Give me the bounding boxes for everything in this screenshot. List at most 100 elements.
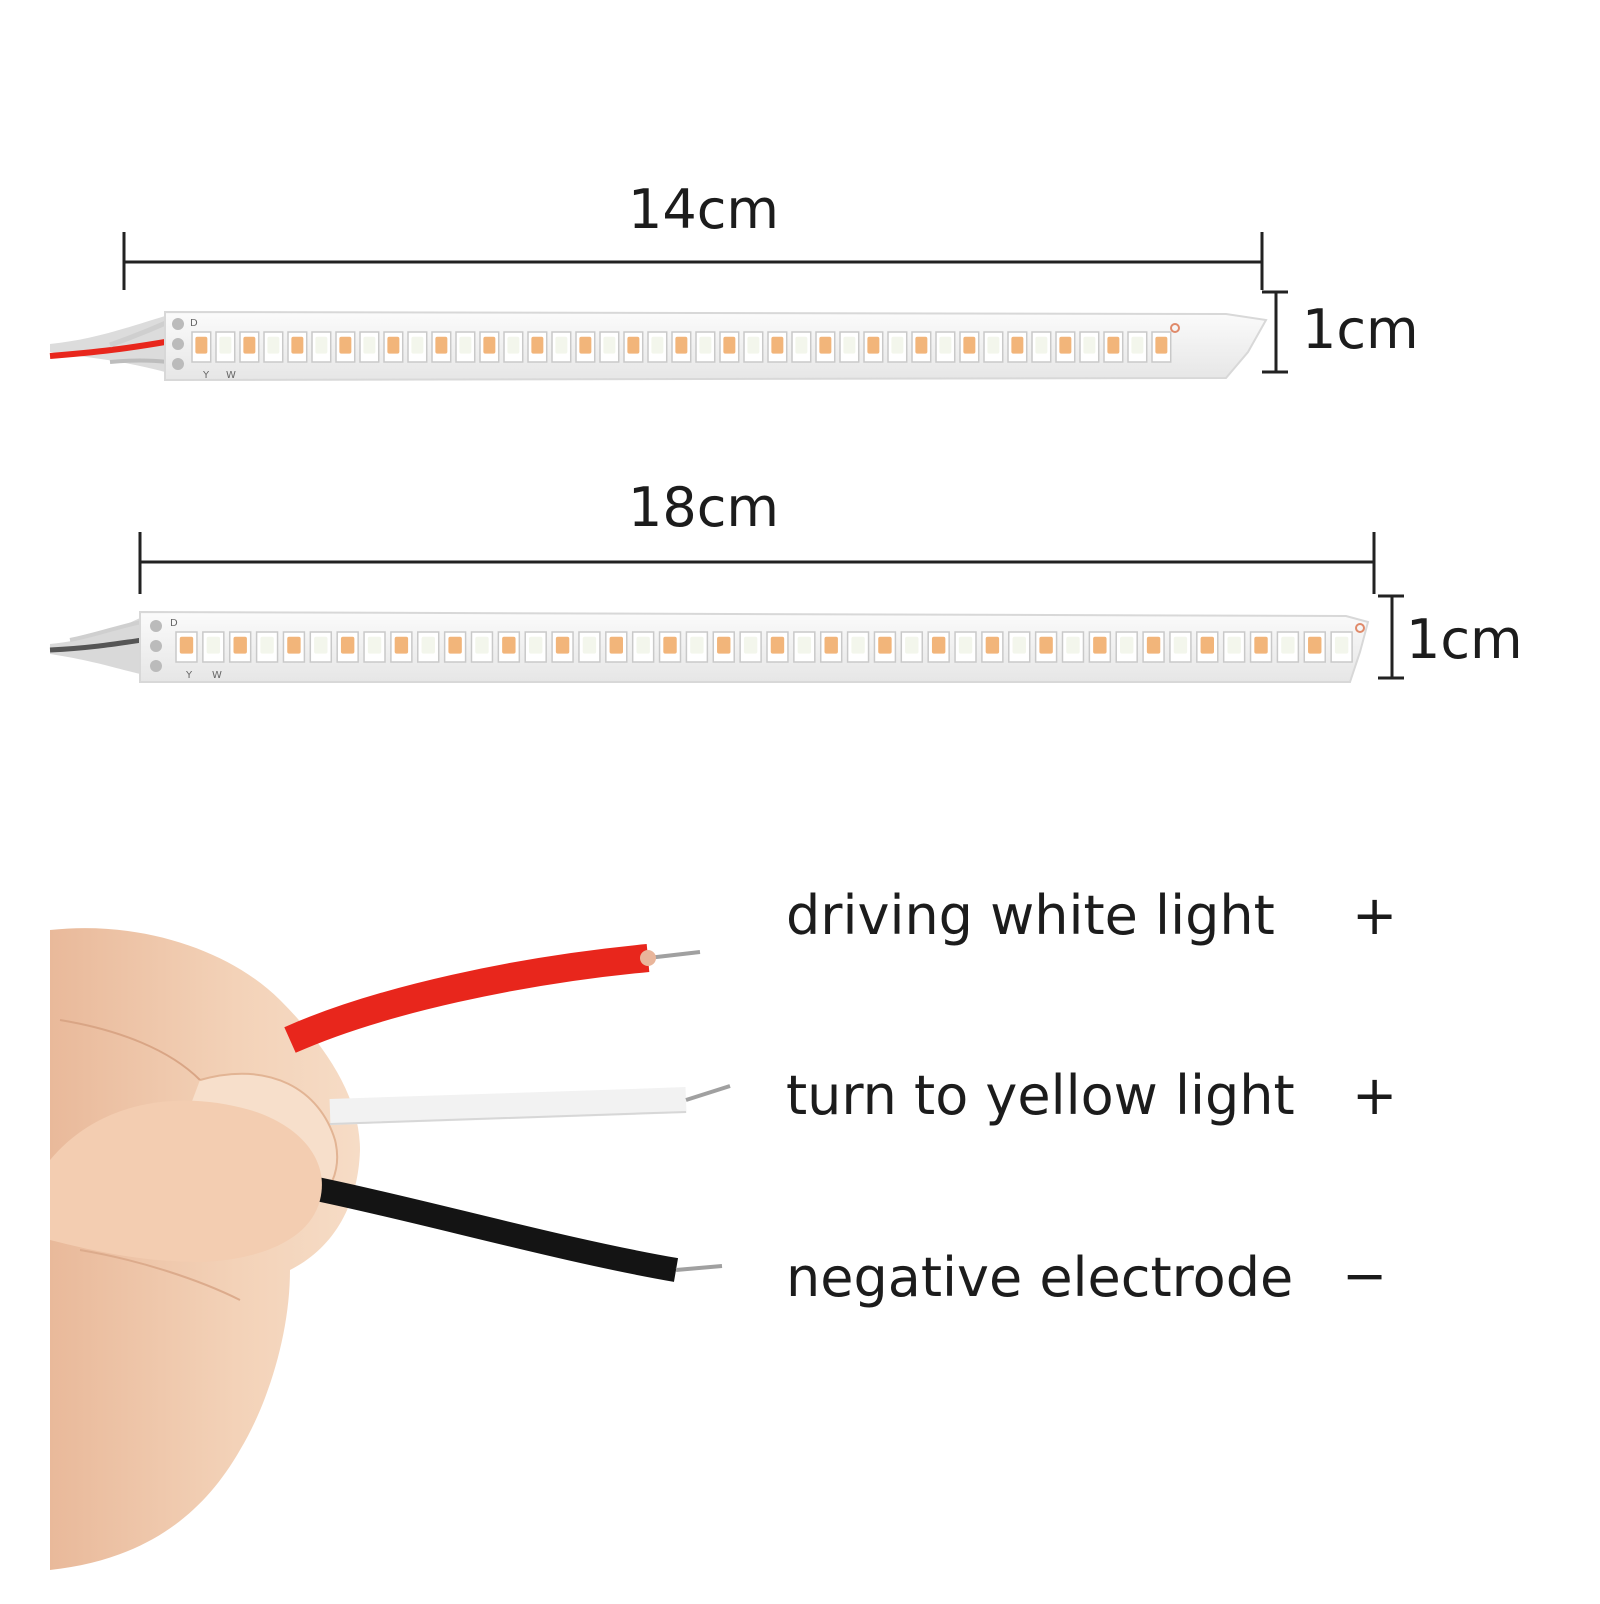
led-emitter [1011, 336, 1024, 354]
strip-1 [49, 310, 1268, 382]
led-emitter [770, 636, 785, 654]
led-emitter [1012, 636, 1026, 654]
led-emitter [1173, 636, 1188, 654]
pcb-mark-y: Y [202, 370, 210, 381]
pcb-mark-y: Y [185, 670, 193, 681]
led-emitter [507, 336, 520, 354]
led-emitter [663, 636, 677, 654]
led-emitter [1155, 336, 1168, 354]
strip-2-length-label: 18cm [628, 476, 780, 539]
pcb-mark-d: D [170, 618, 178, 629]
white-wire [329, 1084, 731, 1125]
led-emitter [636, 636, 650, 654]
strip-1-length-dimension [122, 232, 1264, 290]
led-emitter [219, 336, 232, 354]
led-emitter [475, 636, 489, 654]
led-emitter [1066, 636, 1080, 654]
led-emitter [905, 636, 919, 654]
led-emitter [797, 636, 812, 654]
led-emitter [579, 336, 592, 354]
led-emitter [987, 336, 1000, 354]
solder-pad-icon [172, 318, 184, 330]
led-emitter [483, 336, 496, 354]
led-emitter [411, 336, 424, 354]
led-emitter [260, 636, 274, 654]
wire-label-negative: negative electrode [786, 1246, 1294, 1309]
led-emitter [963, 336, 976, 354]
thumb-illustration [50, 1100, 322, 1262]
led-emitter [555, 636, 570, 654]
led-emitter [651, 336, 664, 354]
led-emitter [291, 336, 304, 354]
led-emitter [843, 336, 856, 354]
led-emitter [528, 636, 543, 654]
led-emitter [939, 336, 952, 354]
strip-1-leds [191, 331, 1172, 363]
led-emitter [1131, 336, 1144, 354]
led-emitter [771, 336, 784, 354]
led-emitter [179, 636, 194, 654]
led-emitter [699, 336, 712, 354]
solder-pad-icon [150, 660, 162, 672]
pcb-mark-w: W [212, 670, 222, 681]
wire-sign-negative: − [1342, 1244, 1388, 1307]
led-emitter [747, 336, 760, 354]
led-emitter [1334, 636, 1349, 654]
led-emitter [363, 336, 376, 354]
led-emitter [603, 336, 616, 354]
led-emitter [824, 636, 838, 654]
led-emitter [394, 636, 409, 654]
led-emitter [315, 336, 328, 354]
led-emitter [1107, 336, 1120, 354]
red-wire [284, 944, 701, 1053]
led-emitter [985, 636, 1000, 654]
black-wire [309, 1176, 723, 1282]
strip-2-width-dimension [1378, 594, 1404, 680]
led-emitter [206, 636, 221, 654]
led-emitter [1083, 336, 1096, 354]
led-emitter [1093, 636, 1107, 654]
led-emitter [1281, 636, 1295, 654]
solder-pad-icon [172, 358, 184, 370]
led-emitter [743, 636, 758, 654]
led-emitter [1119, 636, 1134, 654]
led-emitter [1254, 636, 1268, 654]
led-emitter [555, 336, 568, 354]
strip-2-width-label: 1cm [1406, 608, 1523, 671]
led-emitter [459, 336, 472, 354]
led-emitter [582, 636, 597, 654]
led-emitter [1200, 636, 1215, 654]
led-emitter [1059, 336, 1072, 354]
led-emitter [878, 636, 892, 654]
pcb-mark-d: D [190, 318, 198, 329]
led-emitter [387, 336, 400, 354]
end-marker-icon [1170, 323, 1180, 333]
led-emitter [340, 636, 355, 654]
led-emitter [819, 336, 832, 354]
led-emitter [1227, 636, 1241, 654]
led-emitter [367, 636, 382, 654]
led-emitter [958, 636, 973, 654]
led-emitter [867, 336, 880, 354]
pcb-mark-w: W [226, 370, 236, 381]
wire-sign-yellow-turn: + [1352, 1064, 1398, 1127]
led-emitter [1146, 636, 1161, 654]
led-emitter [690, 636, 704, 654]
led-emitter [287, 636, 301, 654]
solder-pad-icon [150, 620, 162, 632]
solder-pad-icon [150, 640, 162, 652]
led-emitter [609, 636, 624, 654]
led-emitter [851, 636, 865, 654]
led-emitter [675, 336, 688, 354]
led-emitter [195, 336, 208, 354]
wire-label-white-drive: driving white light [786, 884, 1275, 947]
led-emitter [233, 636, 247, 654]
led-emitter [723, 336, 736, 354]
led-emitter [243, 336, 256, 354]
led-emitter [448, 636, 462, 654]
led-emitter [717, 636, 731, 654]
led-emitter [435, 336, 448, 354]
led-emitter [627, 336, 640, 354]
